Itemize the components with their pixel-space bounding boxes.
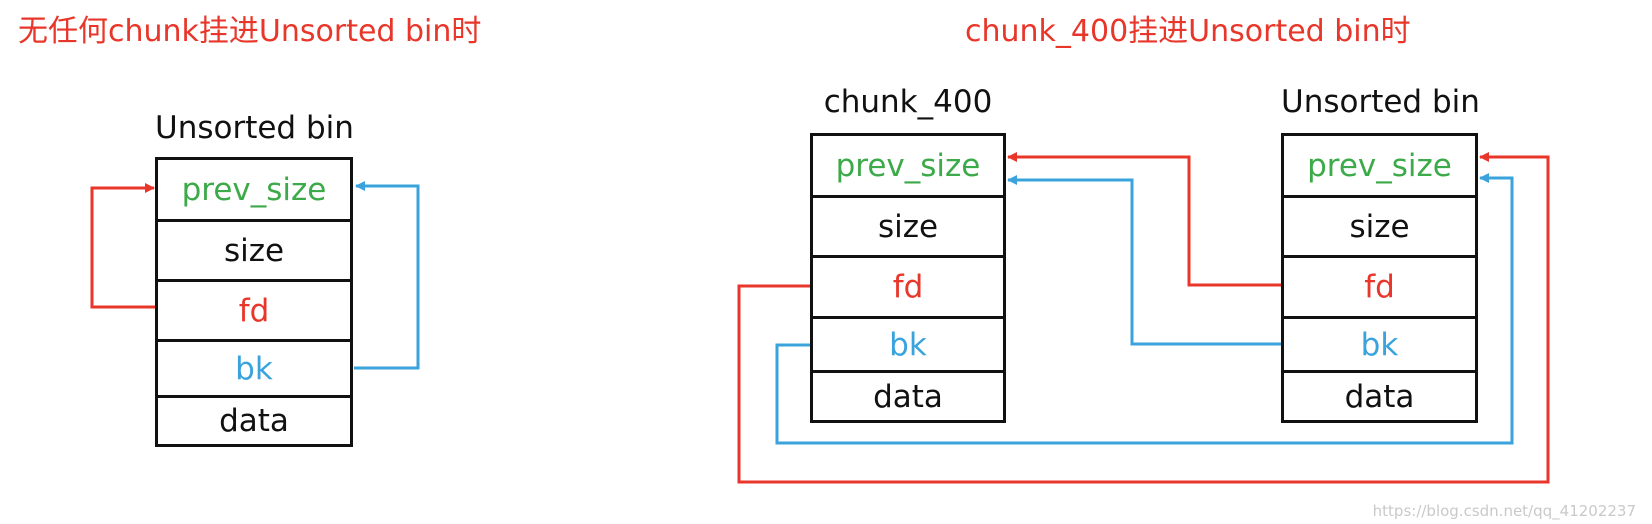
right-heading: chunk_400挂进Unsorted bin时: [965, 14, 1411, 49]
field-bk: bk: [158, 342, 350, 398]
chunk-400-title: chunk_400: [823, 84, 993, 120]
field-data: data: [1344, 378, 1415, 415]
left-bk-arrow: [354, 181, 420, 370]
field-fd: fd: [1284, 258, 1475, 319]
chunk-400: prev_size size fd bk data: [810, 133, 1006, 423]
right-unsorted-bin-chunk: prev_size size fd bk data: [1281, 133, 1478, 423]
field-data: data: [219, 403, 289, 439]
bin-fd-arrow: [1007, 152, 1281, 287]
left-unsorted-bin-chunk: prev_size size fd bk data: [155, 157, 353, 447]
field-size: size: [158, 222, 350, 282]
right-unsorted-bin-title: Unsorted bin: [1281, 84, 1480, 120]
field-fd: fd: [158, 282, 350, 342]
watermark: https://blog.csdn.net/qq_41202237: [1372, 502, 1636, 520]
chunk-bk-arrow: [775, 173, 1514, 445]
left-chunk-title: Unsorted bin: [155, 110, 354, 146]
field-size: size: [1284, 198, 1475, 258]
field-data: data: [873, 378, 943, 415]
field-bk: bk: [1284, 319, 1475, 373]
field-prev-size: prev_size: [813, 136, 1003, 198]
field-fd: fd: [813, 258, 1003, 319]
field-size: size: [813, 198, 1003, 258]
field-prev-size: prev_size: [1284, 136, 1475, 198]
left-fd-arrow: [90, 183, 155, 309]
field-prev-size: prev_size: [158, 160, 350, 222]
chunk-fd-arrow: [737, 152, 1550, 484]
bin-bk-arrow: [1007, 175, 1281, 346]
field-bk: bk: [813, 319, 1003, 373]
left-heading: 无任何chunk挂进Unsorted bin时: [18, 14, 482, 49]
